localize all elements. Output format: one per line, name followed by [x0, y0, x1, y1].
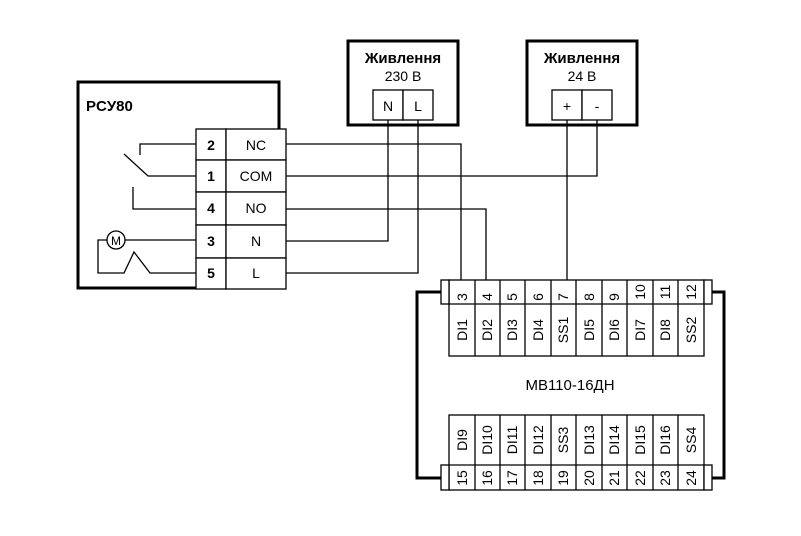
- pcu-terminal-label-cell: [225, 224, 287, 259]
- pcu-terminal-number: 5: [207, 265, 215, 281]
- power-24-voltage: 24 В: [568, 68, 597, 84]
- bottom-terminal-number: 20: [581, 470, 597, 486]
- pcu-terminal-label: NO: [246, 200, 267, 216]
- bottom-terminal-number: 23: [657, 470, 673, 486]
- bottom-terminal-label: SS3: [555, 427, 571, 454]
- bottom-terminal-strip: [448, 414, 705, 491]
- bottom-strip-stub: [440, 464, 450, 491]
- power-24-title: Живлення: [543, 50, 620, 67]
- top-terminal-number: 3: [454, 293, 470, 301]
- bottom-terminal-label: SS4: [683, 427, 699, 454]
- wire-l-230-l: [286, 120, 419, 274]
- bottom-terminal-number: 18: [530, 470, 546, 486]
- pcu-terminal-label-cell: [225, 128, 287, 161]
- module-frame-left: [415, 290, 449, 480]
- pcu-terminal-label: NC: [246, 137, 266, 153]
- top-terminal-label: SS2: [683, 317, 699, 344]
- terminal-230-l-label: L: [414, 98, 422, 114]
- top-terminal-label: DI5: [581, 319, 597, 341]
- bottom-terminal-label: DI15: [632, 425, 648, 455]
- wire-n-230-n: [286, 120, 389, 242]
- power-230-voltage: 230 В: [385, 68, 422, 84]
- bottom-strip-stub: [703, 464, 713, 491]
- pcu-terminal-label: L: [252, 265, 260, 281]
- top-terminal-label: SS1: [555, 317, 571, 344]
- terminal-24-minus: [581, 89, 613, 121]
- bottom-terminal-label: DI12: [530, 425, 546, 455]
- bottom-terminal-number: 16: [479, 470, 495, 486]
- power-24-frame: [525, 39, 639, 127]
- top-terminal-number: 5: [504, 293, 520, 301]
- bottom-terminal-label: DI13: [581, 425, 597, 455]
- pcu-terminal-number: 1: [207, 168, 215, 184]
- bottom-terminal-number: 22: [632, 470, 648, 486]
- top-terminal-label: DI4: [530, 319, 546, 341]
- pcu-terminal-num: [195, 257, 227, 290]
- bottom-terminal-number: 19: [555, 470, 571, 486]
- bottom-terminal-label: DI16: [657, 425, 673, 455]
- top-terminal-number: 10: [632, 284, 648, 300]
- top-terminal-label: DI1: [454, 319, 470, 341]
- top-terminal-strip: [448, 279, 705, 357]
- top-terminal-number: 9: [606, 293, 622, 301]
- wire-no-di2: [286, 208, 487, 280]
- bottom-terminal-number: 15: [454, 470, 470, 486]
- top-terminal-number: 11: [657, 285, 673, 300]
- motor-label: M: [111, 234, 121, 248]
- bottom-terminal-label: DI10: [479, 425, 495, 455]
- top-terminal-number: 4: [479, 293, 495, 301]
- terminal-230-n-label: N: [383, 98, 393, 114]
- top-terminal-number: 7: [555, 293, 571, 301]
- relay-contact-symbol: [123, 143, 196, 210]
- top-terminal-number: 6: [530, 293, 546, 301]
- module-frame-right: [704, 290, 726, 480]
- top-terminal-label: DI2: [479, 319, 495, 341]
- top-terminal-label: DI3: [504, 319, 520, 341]
- pcu-block: PCУ80 2 NC 1 COM 4 NO 3 N 5 L M: [76, 80, 287, 290]
- pcu-terminal-label-cell: [225, 257, 287, 290]
- terminal-24-minus-label: -: [595, 98, 600, 114]
- power-230-frame: [346, 39, 460, 127]
- pcu-terminal-label-cell: [225, 191, 287, 226]
- bottom-terminal-label: DI11: [504, 426, 520, 455]
- top-terminal-label: DI8: [657, 319, 673, 341]
- bottom-terminal-label: DI9: [454, 429, 470, 451]
- bottom-terminal-number: 24: [683, 470, 699, 486]
- power-230-block: Живлення 230 В N L: [346, 39, 460, 127]
- wire-nc-di1: [286, 143, 462, 280]
- wire-com-24-minus: [286, 120, 598, 177]
- pcu-terminal-num: [195, 224, 227, 259]
- module-title: МВ110-16ДН: [525, 377, 614, 394]
- power-230-title: Живлення: [364, 50, 441, 67]
- bottom-terminal-number: 17: [504, 470, 520, 486]
- terminal-24-plus-label: +: [563, 98, 571, 114]
- pcu-terminal-number: 2: [207, 137, 215, 153]
- pcu-terminal-label: COM: [240, 168, 273, 184]
- module-block: МВ110-16ДН 3 4 5 6 7 8 9 10 11 12 DI: [415, 279, 726, 491]
- pcu-terminal-number: 3: [207, 233, 215, 249]
- top-terminal-label: DI6: [606, 319, 622, 341]
- external-wiring: [286, 120, 598, 280]
- bottom-terminal-label: DI14: [606, 425, 622, 455]
- bottom-terminal-number: 21: [606, 470, 622, 486]
- pcu-terminal-number: 4: [207, 200, 215, 216]
- top-terminal-number: 12: [683, 284, 699, 300]
- top-terminal-label: DI7: [632, 319, 648, 341]
- motor-symbol: M: [97, 230, 196, 274]
- top-terminal-number: 8: [581, 293, 597, 301]
- power-24-block: Живлення 24 В + -: [525, 39, 639, 127]
- pcu-terminal-label: N: [251, 233, 261, 249]
- pcu-title: PCУ80: [86, 98, 133, 115]
- top-strip-stub: [440, 279, 450, 305]
- top-strip-stub: [703, 279, 713, 305]
